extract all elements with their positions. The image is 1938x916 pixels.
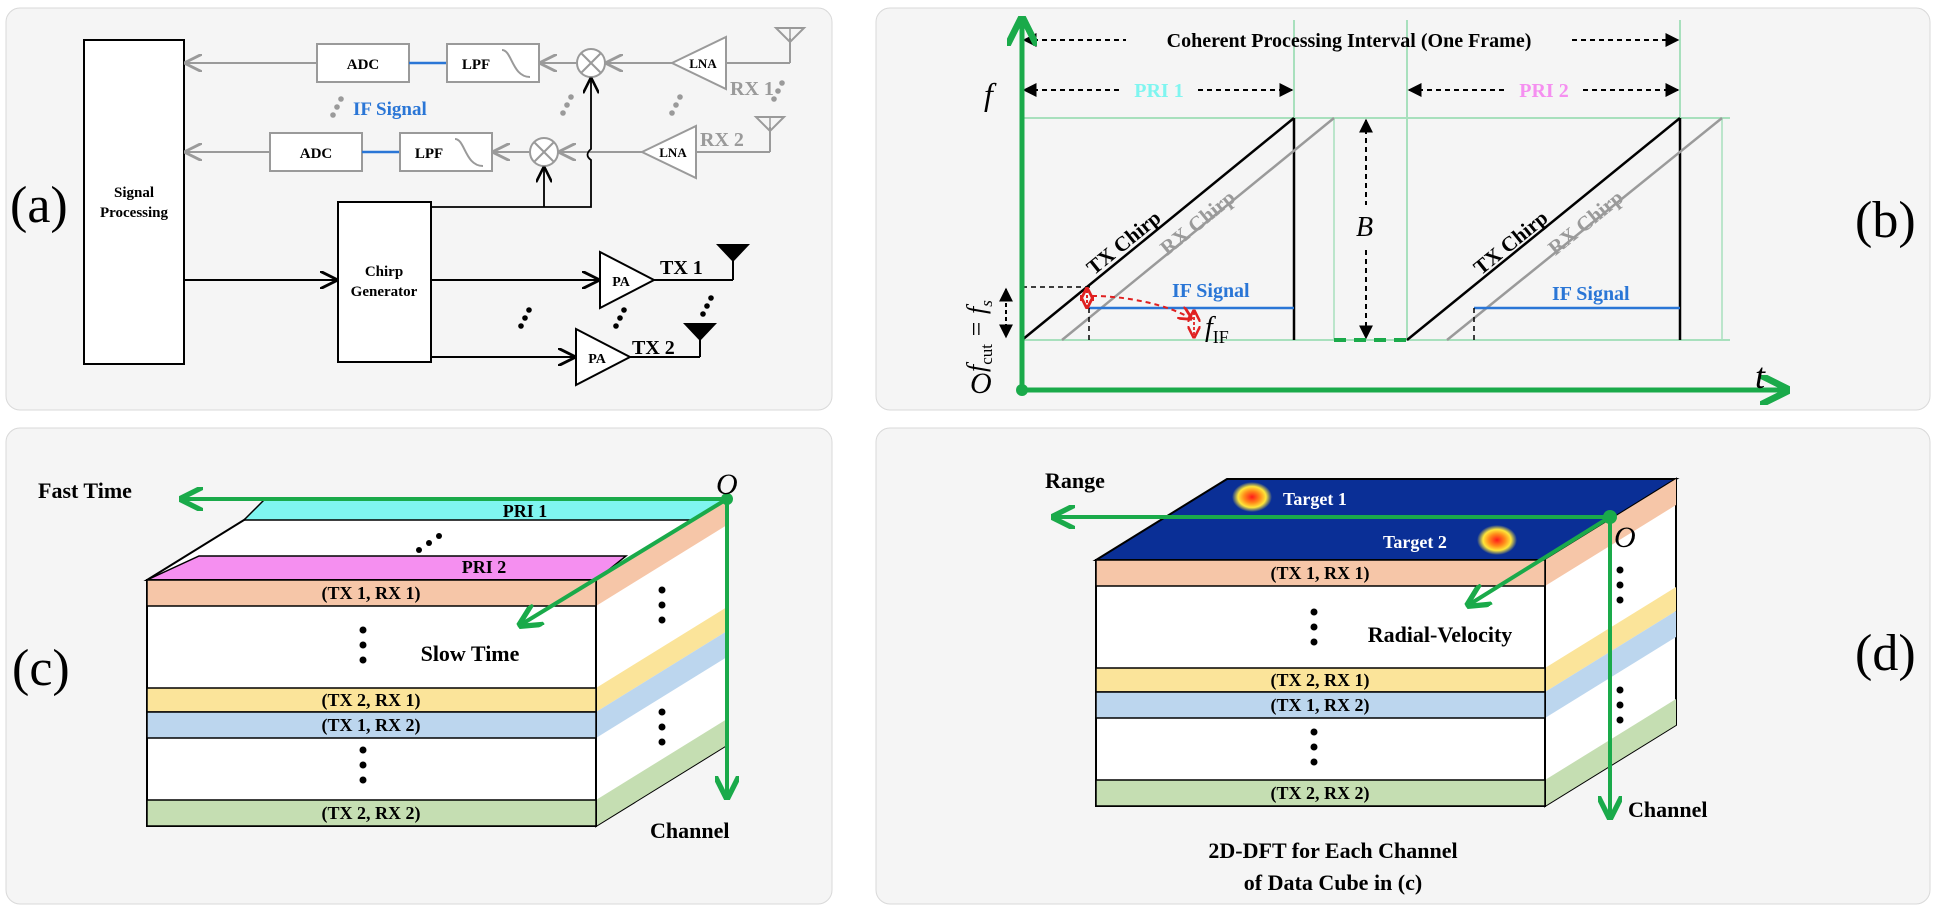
rx-chirp-1 [1061,117,1335,341]
rx2-label: RX 2 [700,129,744,151]
band-tx1-rx2-d [1095,691,1546,719]
chirp-generator-block [337,201,432,363]
ch-tx1-rx2-c: (TX 1, RX 2) [322,715,421,736]
tx2-label: TX 2 [632,337,675,359]
band-tx2-rx1-c [146,687,597,713]
target-2-label: Target 2 [1383,532,1447,552]
ch-tx1-rx1-c: (TX 1, RX 1) [322,583,421,604]
pri1-label-c: PRI 1 [503,501,548,521]
origin-label-b: O [970,367,992,400]
bandwidth-label: B [1356,212,1373,243]
panel-a: (a) Signal Processing ADC LPF LNA RX 1 [5,7,833,411]
slow-time-label: Slow Time [421,641,520,666]
pri1-label-b: PRI 1 [1134,80,1183,102]
fast-time-label: Fast Time [38,478,132,503]
f-if-label: fIF [1205,312,1229,347]
slow-time-axis [522,497,729,624]
range-label: Range [1045,468,1105,493]
adc-block-1 [316,43,410,83]
ch-tx2-rx2-c: (TX 2, RX 2) [322,803,421,824]
tx1-antenna-icon [716,244,750,262]
f-if-base: f [1205,312,1216,343]
panel-b-frame [875,7,1931,411]
pri1-band [242,499,729,521]
radial-velocity-label: Radial-Velocity [1368,622,1513,647]
f-cut-label: fcut = fs [962,300,996,372]
rx-chain-2: ADC LPF LNA RX 2 [186,116,787,180]
panel-a-tag: (a) [10,177,68,234]
pri2-label-b: PRI 2 [1519,80,1568,102]
pri2-label-c: PRI 2 [462,557,507,577]
caption-line-2: of Data Cube in (c) [1244,870,1422,895]
origin-dot-d [1603,510,1617,524]
rx-chain-1: ADC LPF LNA RX 1 [186,27,807,100]
target-1-label: Target 1 [1283,489,1347,509]
rx1-label: RX 1 [730,78,774,100]
lpf-label-1: LPF [462,57,490,73]
lpf-label-2: LPF [415,146,443,162]
origin-dot-b [1016,384,1028,396]
band-tx1-rx1-d [1095,559,1546,587]
signal-processing-label-1: Signal [114,185,154,201]
band-tx1-rx1-c [146,579,597,607]
if-signal-label-b2: IF Signal [1552,283,1630,305]
if-signal-label-a: IF Signal [353,99,427,120]
chirp-generator-label-2: Generator [351,284,418,300]
f-cut-base: f [962,361,991,372]
signal-processing-label-2: Processing [100,205,169,221]
lna-label-1: LNA [689,56,717,71]
pa-label-2: PA [588,352,607,367]
target-2-blob [1477,525,1517,555]
caption-line-1: 2D-DFT for Each Channel [1208,838,1457,863]
ch-tx2-rx1-d: (TX 2, RX 1) [1271,670,1370,691]
band-tx1-rx2-c [146,711,597,739]
chirp-generator-label-1: Chirp [365,264,403,280]
pri2-band [146,555,629,581]
tx2-antenna-icon [683,323,717,341]
origin-label-d: O [1614,521,1636,554]
channel-label-c: Channel [650,818,729,843]
ch-tx2-rx2-d: (TX 2, RX 2) [1271,783,1370,804]
target-1-blob [1232,482,1272,512]
pa-amplifier-icon-1 [599,250,657,310]
ch-tx1-rx2-d: (TX 1, RX 2) [1271,695,1370,716]
signal-processing-block [83,39,185,365]
lna-label-2: LNA [659,145,687,160]
pa-label-1: PA [612,275,631,290]
tx-chirp-1 [1021,117,1295,341]
panel-b: (b) Coherent Processing Interval (One Fr… [875,7,1931,411]
pa-amplifier-icon-2 [575,327,633,387]
if-signal-label-b1: IF Signal [1172,280,1250,302]
tx-chirp-2 [1406,117,1681,341]
f-cut-eq-sub: s [977,300,996,307]
cpi-label: Coherent Processing Interval (One Frame) [1167,30,1532,52]
t-axis-label: t [1755,356,1766,396]
panel-c-tag: (c) [12,640,70,697]
band-tx2-rx2-d [1095,779,1546,807]
f-cut-sub: cut [977,344,996,365]
rx-chirp-2 [1446,117,1723,341]
f-cut-eq: = f [962,303,991,338]
tx1-label: TX 1 [660,257,703,279]
ch-tx2-rx1-c: (TX 2, RX 1) [322,690,421,711]
band-tx2-rx2-c [146,799,597,827]
panel-c: (c) PRI 1 PRI 2 (TX 1, RX 1) (TX 2, RX 1… [5,427,833,905]
panel-d-tag: (d) [1855,625,1916,682]
adc-label-2: ADC [300,146,333,162]
f-if-sub: IF [1213,327,1229,347]
panel-b-tag: (b) [1855,192,1916,249]
channel-label-d: Channel [1628,797,1707,822]
panel-d: (d) Target 1 Target 2 (TX 1, RX 1) (TX 2… [875,427,1931,905]
origin-label-c: O [716,468,738,501]
adc-label-1: ADC [347,57,380,73]
ch-tx1-rx1-d: (TX 1, RX 1) [1271,563,1370,584]
radial-velocity-axis [1470,515,1612,604]
